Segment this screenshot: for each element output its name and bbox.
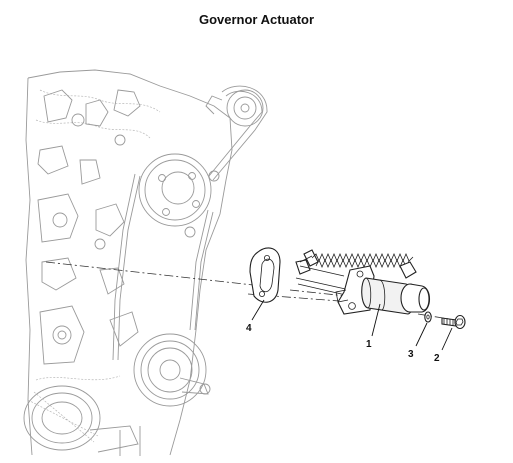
gasket bbox=[249, 247, 281, 303]
engine-block bbox=[23, 69, 268, 456]
washer bbox=[424, 311, 432, 323]
callout-4: 4 bbox=[246, 323, 252, 334]
bolt bbox=[441, 314, 466, 330]
callout-3: 3 bbox=[408, 349, 414, 360]
water-pump-pulley bbox=[138, 153, 220, 238]
drive-belt bbox=[112, 85, 268, 361]
crankshaft-pulley bbox=[133, 333, 211, 407]
leader-lines bbox=[251, 299, 453, 351]
callout-1: 1 bbox=[366, 339, 372, 350]
callout-2: 2 bbox=[434, 353, 440, 364]
harmonic-balancer bbox=[23, 385, 141, 456]
governor-actuator bbox=[295, 249, 431, 315]
diagram-title: Governor Actuator bbox=[198, 12, 315, 27]
